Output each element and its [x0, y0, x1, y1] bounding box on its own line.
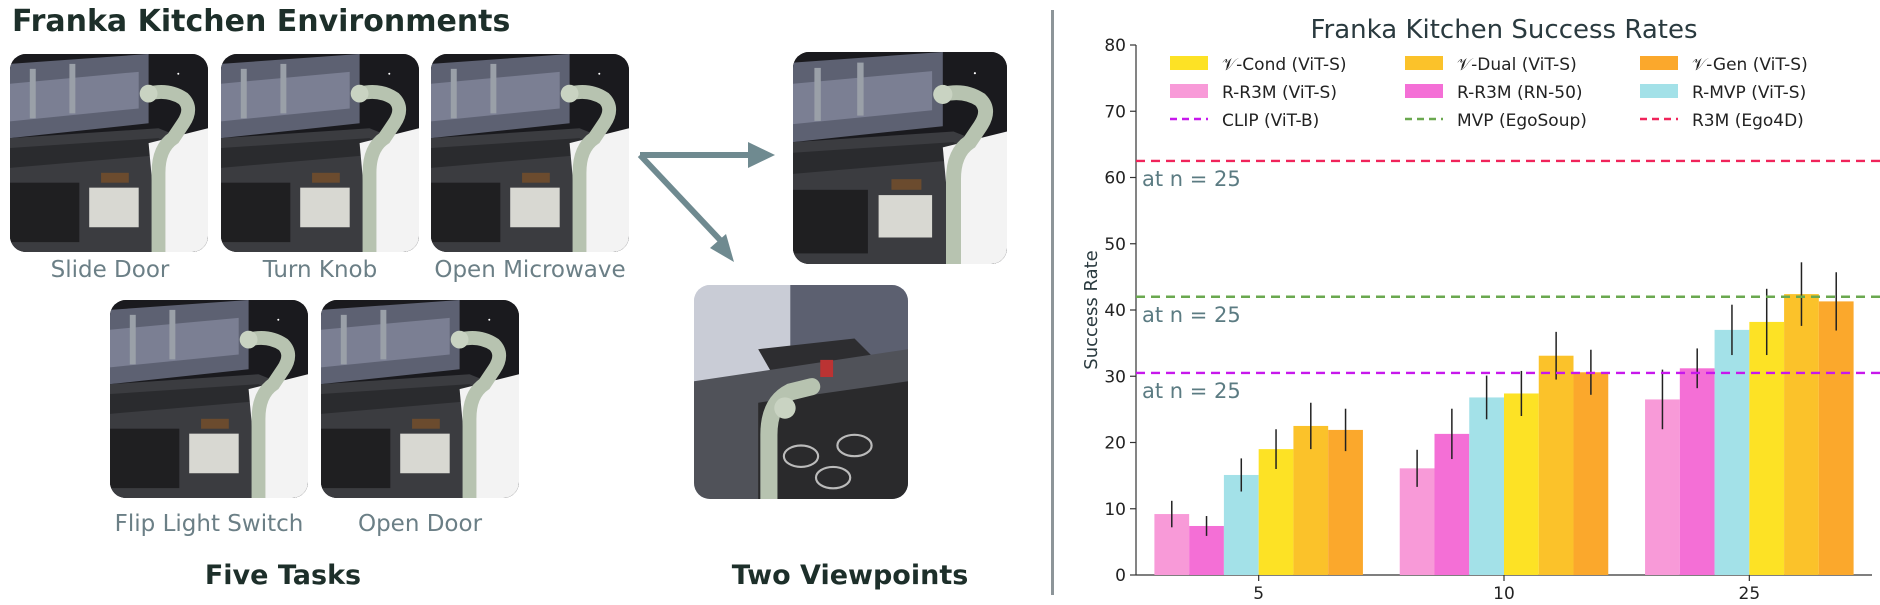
y-axis-label: Success Rate — [1081, 250, 1102, 369]
viewpoint-arrows — [637, 142, 775, 262]
thumbnail-slide-door — [10, 54, 208, 252]
legend-swatch — [1405, 84, 1443, 98]
x-tick-label: 5 — [1253, 584, 1264, 604]
reference-annotation: at n = 25 — [1142, 167, 1241, 191]
legend-label: 𝒱-Dual (ViT-S) — [1457, 55, 1577, 75]
bar — [1469, 397, 1504, 575]
y-tick-label: 20 — [1104, 434, 1126, 454]
legend-swatch — [1405, 56, 1443, 70]
x-tick-label: 25 — [1739, 584, 1761, 604]
y-tick-label: 0 — [1115, 566, 1126, 586]
y-tick-label: 10 — [1104, 500, 1126, 520]
bar — [1538, 355, 1574, 575]
legend-swatch — [1640, 56, 1678, 70]
bar — [1293, 425, 1329, 575]
bar — [1784, 294, 1819, 575]
thumbnail-open-microwave — [431, 54, 629, 252]
legend-label: R3M (Ego4D) — [1692, 111, 1804, 131]
y-tick-label: 60 — [1104, 169, 1126, 189]
task-label-slide-door: Slide Door — [50, 257, 170, 283]
bar — [1818, 301, 1854, 575]
bar — [1328, 429, 1363, 575]
legend-swatch — [1170, 84, 1208, 98]
thumbnail-turn-knob — [221, 54, 419, 252]
y-tick-label: 40 — [1104, 301, 1126, 321]
y-tick-label: 80 — [1104, 36, 1126, 56]
legend-label: 𝒱-Cond (ViT-S) — [1222, 55, 1347, 75]
bar — [1223, 474, 1259, 575]
panel-divider — [1051, 10, 1054, 595]
legend-label: MVP (EgoSoup) — [1457, 111, 1587, 131]
bar — [1573, 372, 1609, 575]
reference-annotation: at n = 25 — [1142, 379, 1241, 403]
legend-label: R-R3M (RN-50) — [1457, 83, 1583, 103]
bar — [1714, 329, 1750, 575]
bar — [1679, 368, 1715, 575]
y-tick-label: 30 — [1104, 367, 1126, 387]
legend-label: R-MVP (ViT-S) — [1692, 83, 1806, 103]
y-tick-label: 70 — [1104, 102, 1126, 122]
thumbnail-open-door — [321, 300, 519, 498]
task-label-open-door: Open Door — [357, 511, 483, 537]
thumbnail-flip-light-switch — [110, 300, 308, 498]
legend-label: CLIP (ViT-B) — [1222, 111, 1319, 131]
arrow-down-right-icon — [637, 152, 725, 245]
x-tick-label: 10 — [1493, 584, 1515, 604]
thumbnail-viewpoint-2 — [694, 285, 908, 499]
legend-label: R-R3M (ViT-S) — [1222, 83, 1337, 103]
panel-title: Franka Kitchen Environments — [12, 4, 511, 39]
legend-label: 𝒱-Gen (ViT-S) — [1692, 55, 1808, 75]
legend-swatch — [1170, 56, 1208, 70]
bar — [1749, 321, 1785, 575]
thumbnail-viewpoint-1 — [793, 52, 1007, 264]
task-label-open-microwave: Open Microwave — [434, 257, 626, 283]
task-label-turn-knob: Turn Knob — [262, 257, 378, 283]
bar — [1258, 449, 1294, 575]
five-tasks-label: Five Tasks — [204, 560, 362, 591]
legend-swatch — [1640, 84, 1678, 98]
reference-annotation: at n = 25 — [1142, 303, 1241, 327]
task-label-flip-light-switch: Flip Light Switch — [114, 511, 304, 537]
bar — [1504, 393, 1539, 575]
chart-title: Franka Kitchen Success Rates — [1310, 15, 1697, 45]
y-tick-label: 50 — [1104, 235, 1126, 255]
two-viewpoints-label: Two Viewpoints — [731, 560, 969, 591]
